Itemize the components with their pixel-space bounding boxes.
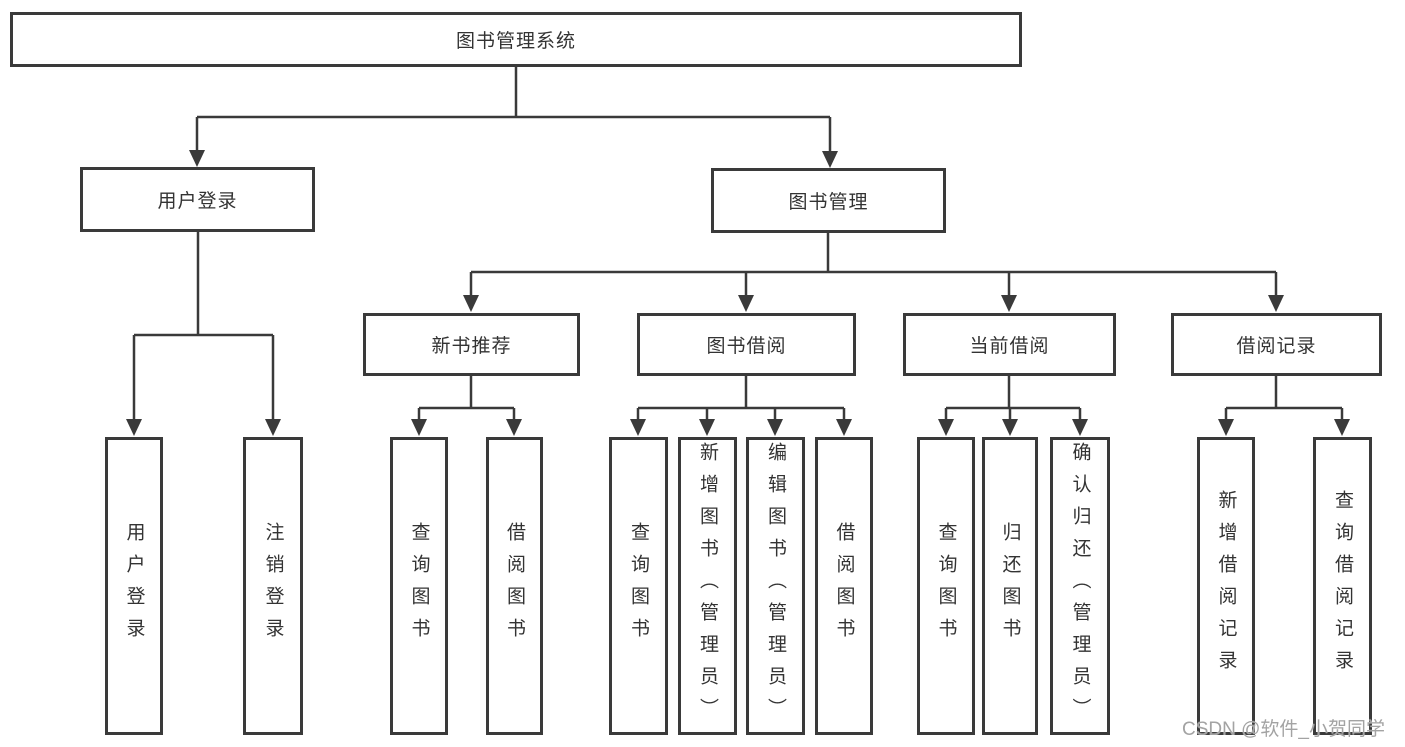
leaf-query-book-2-label: 查询图书 xyxy=(628,522,649,650)
csdn-watermark: CSDN @软件_小贺同学 xyxy=(1182,719,1385,740)
node-book-management-label: 图书管理 xyxy=(788,192,869,213)
leaf-add-book-admin: 新增图书（管理员） xyxy=(678,437,737,735)
node-current-borrowing-label: 当前借阅 xyxy=(969,336,1050,357)
leaf-query-book-3-label: 查询图书 xyxy=(935,522,957,650)
node-new-book-recommendation-label: 新书推荐 xyxy=(431,336,512,357)
leaf-logout: 注销登录 xyxy=(243,437,303,735)
leaf-query-book-under-borrowing: 查询图书 xyxy=(609,437,668,735)
leaf-query-book-under-recommendation: 查询图书 xyxy=(390,437,448,735)
leaf-query-borrow-record: 查询借阅记录 xyxy=(1313,437,1372,735)
leaf-return-book-label: 归还图书 xyxy=(999,522,1021,650)
leaf-edit-book-admin: 编辑图书（管理员） xyxy=(746,437,805,735)
leaf-query-borrow-record-label: 查询借阅记录 xyxy=(1332,490,1353,682)
node-root-label: 图书管理系统 xyxy=(455,31,576,52)
leaf-user-login: 用户登录 xyxy=(105,437,163,735)
node-user-login-label: 用户登录 xyxy=(157,191,238,212)
leaf-add-borrow-record-label: 新增借阅记录 xyxy=(1215,490,1237,682)
node-new-book-recommendation: 新书推荐 xyxy=(363,313,580,376)
leaf-borrow-book-1-label: 借阅图书 xyxy=(504,522,525,650)
leaf-borrow-book-under-borrowing: 借阅图书 xyxy=(815,437,873,735)
leaf-add-borrow-record: 新增借阅记录 xyxy=(1197,437,1255,735)
node-user-login: 用户登录 xyxy=(80,167,315,232)
leaf-user-login-label: 用户登录 xyxy=(123,522,145,650)
leaf-confirm-return-admin: 确认归还（管理员） xyxy=(1050,437,1110,735)
leaf-borrow-book-under-recommendation: 借阅图书 xyxy=(486,437,543,735)
node-book-management: 图书管理 xyxy=(711,168,946,233)
leaf-query-book-1-label: 查询图书 xyxy=(408,522,430,650)
leaf-add-book-admin-label: 新增图书（管理员） xyxy=(697,442,718,730)
leaf-return-book: 归还图书 xyxy=(982,437,1038,735)
node-root: 图书管理系统 xyxy=(10,12,1022,67)
node-borrowing-records: 借阅记录 xyxy=(1171,313,1382,376)
leaf-query-book-under-current: 查询图书 xyxy=(917,437,975,735)
arrowheads xyxy=(126,150,1350,436)
node-borrowing-records-label: 借阅记录 xyxy=(1236,336,1317,357)
leaf-logout-label: 注销登录 xyxy=(262,522,284,650)
leaf-borrow-book-2-label: 借阅图书 xyxy=(833,522,855,650)
leaf-confirm-return-admin-label: 确认归还（管理员） xyxy=(1069,442,1091,730)
node-current-borrowing: 当前借阅 xyxy=(903,313,1116,376)
node-book-borrowing-label: 图书借阅 xyxy=(706,336,787,357)
leaf-edit-book-admin-label: 编辑图书（管理员） xyxy=(765,442,786,730)
node-book-borrowing: 图书借阅 xyxy=(637,313,856,376)
